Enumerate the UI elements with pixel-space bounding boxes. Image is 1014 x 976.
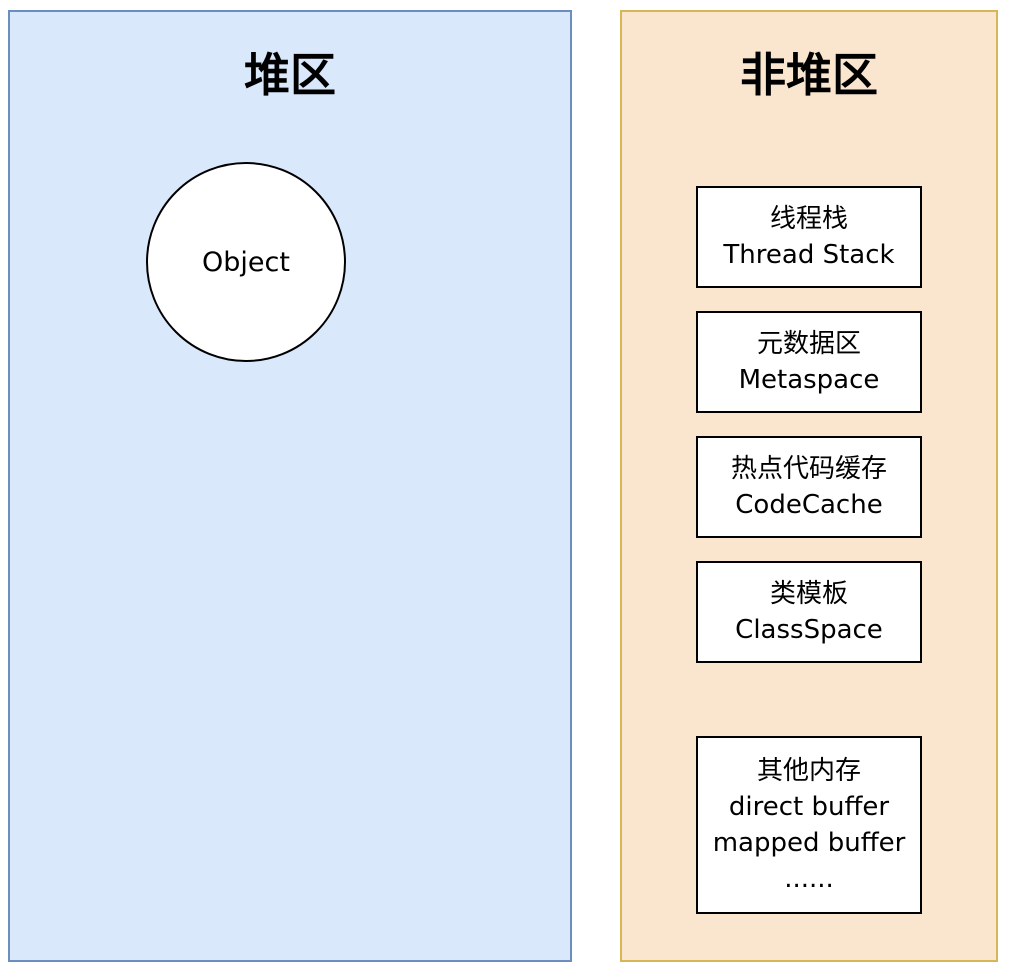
non-heap-title: 非堆区 bbox=[740, 48, 878, 102]
box-label-direct-buffer: direct buffer bbox=[728, 792, 890, 822]
thread-stack-box: 线程栈 Thread Stack bbox=[696, 186, 922, 288]
class-space-box: 类模板 ClassSpace bbox=[696, 561, 922, 663]
box-label-cn: 元数据区 bbox=[756, 329, 861, 359]
box-label-en: Thread Stack bbox=[723, 240, 895, 270]
other-memory-box: 其他内存 direct buffer mapped buffer ...... bbox=[696, 736, 922, 914]
box-label-en: CodeCache bbox=[735, 490, 883, 520]
box-label-cn: 类模板 bbox=[769, 579, 848, 609]
box-label-ellipsis: ...... bbox=[784, 864, 834, 894]
code-cache-box: 热点代码缓存 CodeCache bbox=[696, 436, 922, 538]
object-circle: Object bbox=[146, 162, 346, 362]
non-heap-region: 非堆区 线程栈 Thread Stack 元数据区 Metaspace 热点代码… bbox=[620, 10, 998, 962]
box-label-cn: 热点代码缓存 bbox=[730, 454, 887, 484]
heap-title: 堆区 bbox=[244, 48, 336, 102]
box-label-en: ClassSpace bbox=[735, 615, 883, 645]
box-label-cn: 其他内存 bbox=[756, 756, 861, 786]
metaspace-box: 元数据区 Metaspace bbox=[696, 311, 922, 413]
box-label-en: Metaspace bbox=[738, 365, 880, 395]
box-label-mapped-buffer: mapped buffer bbox=[712, 828, 906, 858]
box-label-cn: 线程栈 bbox=[769, 204, 848, 234]
heap-region: 堆区 Object bbox=[8, 10, 572, 962]
